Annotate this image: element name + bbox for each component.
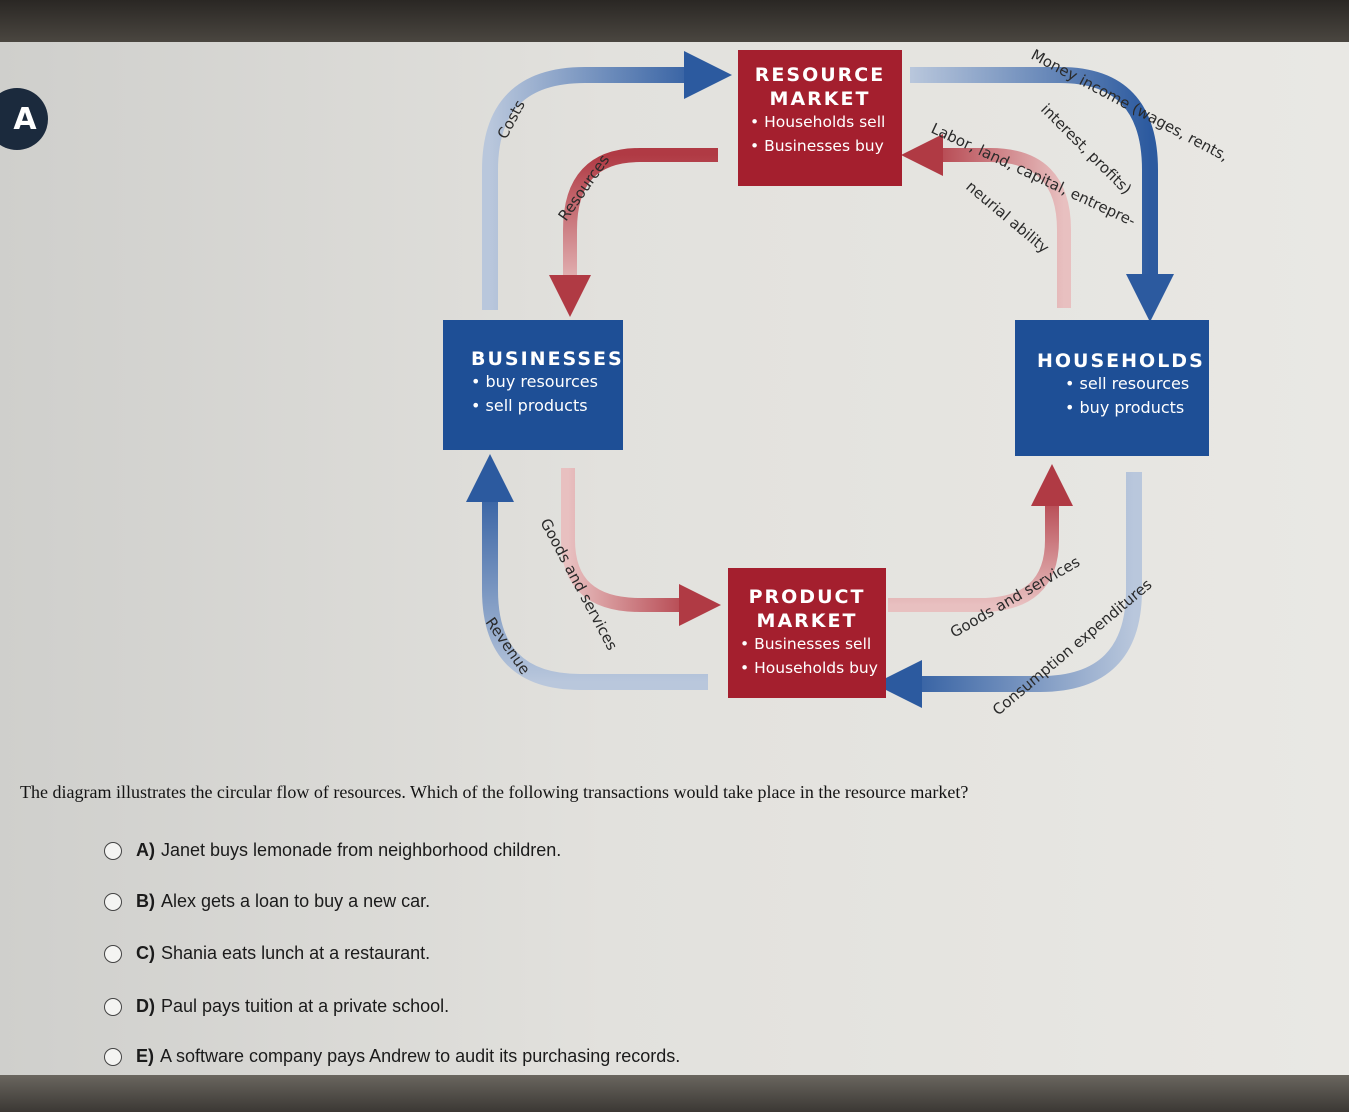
businesses-item: • buy resources — [471, 372, 598, 391]
label-resources: Resources — [555, 151, 614, 224]
circular-flow-diagram: Costs Resources Money income (wages, ren… — [466, 46, 1231, 719]
resource-market-item: • Households sell — [750, 113, 886, 131]
households-box: HOUSEHOLDS • sell resources • buy produc… — [1015, 320, 1209, 456]
monitor-bottom-bezel — [0, 1075, 1349, 1112]
option-letter: E) — [136, 1046, 154, 1066]
label-money-income: Money income (wages, rents, — [1028, 46, 1231, 165]
product-market-title-2: MARKET — [756, 610, 858, 632]
households-item: • buy products — [1065, 398, 1185, 417]
goods-services-right-flow-arrow — [888, 464, 1073, 612]
households-title: HOUSEHOLDS — [1037, 350, 1205, 372]
goods-services-left-flow-arrow — [561, 468, 721, 626]
answer-option-b[interactable]: B) Alex gets a loan to buy a new car. — [104, 891, 430, 912]
answer-option-e[interactable]: E) A software company pays Andrew to audi… — [104, 1046, 680, 1067]
resource-market-box: RESOURCE MARKET • Households sell • Busi… — [738, 50, 902, 186]
label-neurial-ability: neurial ability — [962, 177, 1052, 257]
label-revenue: Revenue — [482, 614, 534, 678]
option-text: Alex gets a loan to buy a new car. — [161, 891, 431, 911]
resource-market-title-1: RESOURCE — [754, 64, 886, 86]
option-text: Shania eats lunch at a restaurant. — [161, 943, 431, 963]
answer-option-d[interactable]: D) Paul pays tuition at a private school. — [104, 996, 449, 1017]
radio-button[interactable] — [104, 1047, 122, 1066]
radio-button[interactable] — [104, 944, 122, 963]
monitor-top-bezel — [0, 0, 1349, 42]
screen-area — [0, 42, 1349, 1075]
label-goods-services-left: Goods and services — [536, 515, 621, 653]
money-income-flow-arrow — [910, 67, 1174, 322]
labor-land-flow-arrow — [901, 134, 1071, 308]
businesses-box: BUSINESSES • buy resources • sell produc… — [443, 320, 623, 450]
label-goods-services-right: Goods and services — [947, 552, 1083, 641]
businesses-item: • sell products — [471, 396, 588, 415]
radio-button[interactable] — [104, 997, 122, 1016]
resource-market-title-2: MARKET — [769, 88, 871, 110]
consumption-flow-arrow — [874, 472, 1142, 708]
option-letter: A) — [136, 840, 155, 860]
businesses-title: BUSINESSES — [471, 348, 624, 370]
radio-button[interactable] — [104, 841, 122, 860]
option-text: Paul pays tuition at a private school. — [161, 996, 450, 1016]
option-letter: C) — [136, 943, 155, 963]
households-item: • sell resources — [1065, 374, 1190, 393]
question-text: The diagram illustrates the circular flo… — [20, 782, 969, 802]
resources-flow-arrow — [549, 148, 718, 317]
answer-option-a[interactable]: A) Janet buys lemonade from neighborhood … — [104, 840, 561, 861]
product-market-item: • Businesses sell — [740, 635, 872, 653]
option-letter: B) — [136, 891, 155, 911]
option-text: Janet buys lemonade from neighborhood ch… — [161, 840, 562, 860]
product-market-box: PRODUCT MARKET • Businesses sell • House… — [728, 568, 886, 698]
answer-option-c[interactable]: C) Shania eats lunch at a restaurant. — [104, 943, 430, 964]
revenue-flow-arrow — [466, 454, 708, 690]
option-text: A software company pays Andrew to audit … — [160, 1046, 681, 1066]
product-market-title-1: PRODUCT — [748, 586, 866, 608]
resource-market-item: • Businesses buy — [750, 137, 884, 155]
text-tool-icon[interactable]: A — [0, 88, 48, 150]
option-letter: D) — [136, 996, 155, 1016]
radio-button[interactable] — [104, 892, 122, 911]
costs-flow-arrow — [482, 51, 732, 310]
product-market-item: • Households buy — [740, 659, 878, 677]
